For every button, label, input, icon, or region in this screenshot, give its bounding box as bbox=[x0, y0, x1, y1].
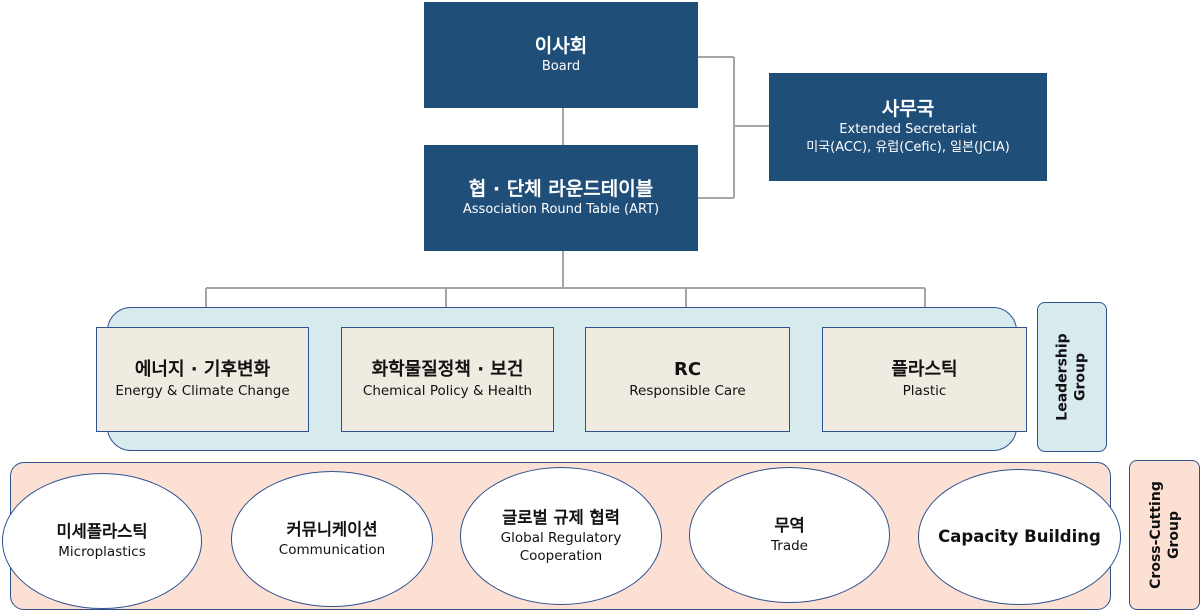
crosscutting-label-line2: Group bbox=[1165, 511, 1182, 560]
art-title: 협 · 단체 라운드테이블 bbox=[468, 178, 654, 200]
group-title: 플라스틱 bbox=[891, 359, 958, 380]
leadership-group-plastic: 플라스틱 Plastic bbox=[822, 327, 1027, 432]
crosscutting-capacity-building: Capacity Building bbox=[918, 469, 1121, 605]
group-subtitle: Plastic bbox=[902, 383, 947, 399]
leadership-group-label: Leadership Group bbox=[1037, 302, 1107, 452]
crosscutting-microplastics: 미세플라스틱 Microplastics bbox=[2, 473, 202, 609]
group-title: 에너지 · 기후변화 bbox=[134, 359, 271, 380]
secretariat-box: 사무국 Extended Secretariat 미국(ACC), 유럽(Cef… bbox=[769, 73, 1047, 181]
secretariat-title: 사무국 bbox=[881, 98, 935, 120]
group-subtitle: Energy & Climate Change bbox=[115, 383, 290, 399]
board-subtitle: Board bbox=[541, 59, 581, 74]
group-subtitle: Communication bbox=[278, 542, 386, 558]
leadership-group-chemical-policy: 화학물질정책 · 보건 Chemical Policy & Health bbox=[341, 327, 554, 432]
group-subtitle: Microplastics bbox=[58, 544, 146, 560]
group-title: 미세플라스틱 bbox=[56, 522, 148, 541]
leadership-group-rc: RC Responsible Care bbox=[585, 327, 790, 432]
crosscutting-global-regulatory: 글로벌 규제 협력 Global Regulatory Cooperation bbox=[460, 467, 662, 605]
group-title: 무역 bbox=[774, 516, 805, 535]
crosscutting-label-line1: Cross-Cutting bbox=[1147, 481, 1164, 589]
crosscutting-trade: 무역 Trade bbox=[689, 467, 890, 603]
leadership-label-line1: Leadership bbox=[1055, 333, 1071, 421]
secretariat-subtitle: Extended Secretariat bbox=[839, 122, 977, 137]
group-subtitle: Chemical Policy & Health bbox=[362, 383, 533, 399]
group-title: 글로벌 규제 협력 bbox=[502, 508, 620, 527]
group-title: 화학물질정책 · 보건 bbox=[371, 359, 524, 380]
board-title: 이사회 bbox=[534, 35, 588, 57]
group-subtitle: Responsible Care bbox=[629, 383, 746, 399]
leadership-label-line2: Group bbox=[1073, 353, 1089, 402]
group-subtitle: Global Regulatory Cooperation bbox=[500, 530, 622, 564]
group-subtitle: Trade bbox=[771, 538, 808, 554]
art-subtitle: Association Round Table (ART) bbox=[462, 202, 660, 217]
board-box: 이사회 Board bbox=[424, 2, 698, 108]
leadership-group-energy: 에너지 · 기후변화 Energy & Climate Change bbox=[96, 327, 309, 432]
crosscutting-communication: 커뮤니케이션 Communication bbox=[231, 471, 433, 607]
art-box: 협 · 단체 라운드테이블 Association Round Table (A… bbox=[424, 145, 698, 251]
group-title: RC bbox=[673, 359, 702, 380]
crosscutting-group-label: Cross-Cutting Group bbox=[1129, 460, 1200, 610]
group-title: 커뮤니케이션 bbox=[286, 520, 378, 539]
secretariat-detail: 미국(ACC), 유럽(Cefic), 일본(JCIA) bbox=[806, 140, 1010, 155]
group-title: Capacity Building bbox=[938, 527, 1101, 546]
